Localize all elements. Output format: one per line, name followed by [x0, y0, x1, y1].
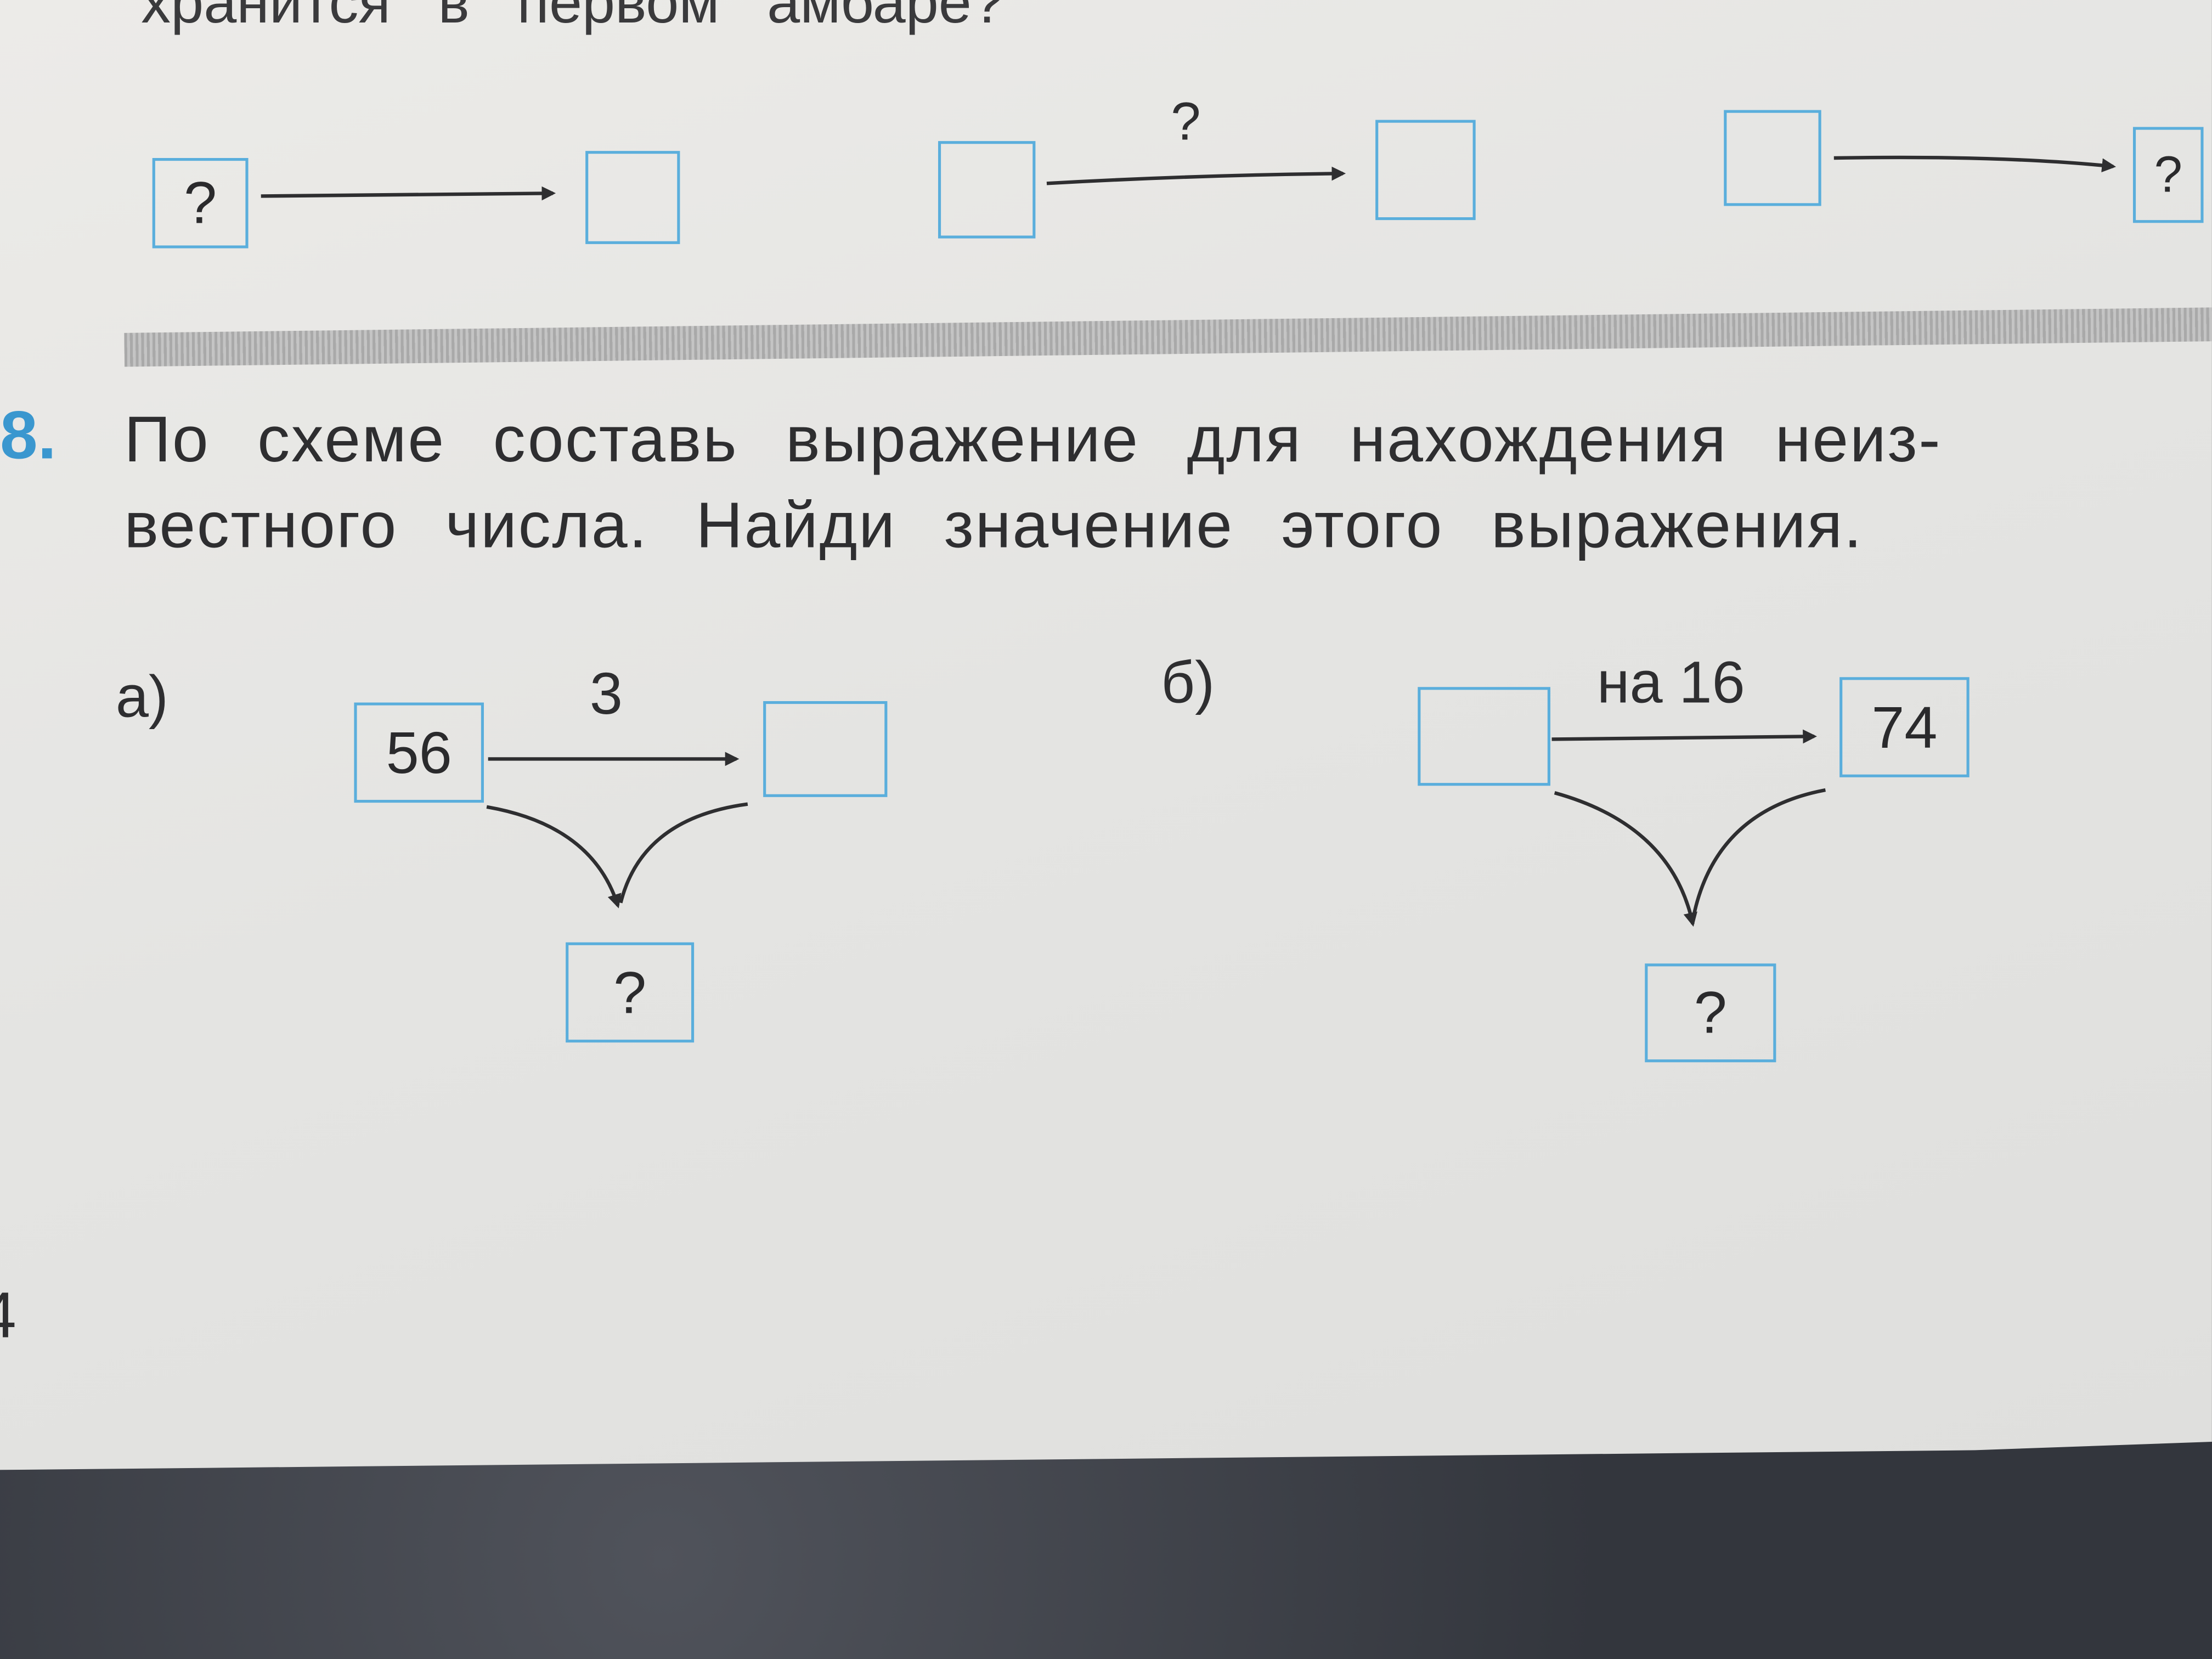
- part-b-end-box: 74: [1839, 677, 1970, 777]
- scheme2-label: ?: [1171, 93, 1201, 153]
- scheme3-right-box: ?: [2132, 127, 2204, 223]
- scheme3-arrow: [1833, 155, 2117, 173]
- part-a-end-box: [763, 701, 888, 797]
- part-b-start-box: [1418, 687, 1550, 786]
- scheme3-left-box: [1724, 110, 1821, 206]
- task-text-line1: По схеме составь выражение для нахождени…: [124, 402, 1942, 476]
- scheme2-arrow: [1046, 166, 1346, 185]
- scheme1-arrow: [261, 186, 556, 201]
- part-b-label: б): [1161, 648, 1215, 715]
- part-b-result-box: ?: [1645, 963, 1776, 1063]
- part-b-left-curve: [1554, 791, 1697, 927]
- part-a-start-box: 56: [354, 702, 484, 803]
- part-a-left-curve: [486, 805, 622, 909]
- part-b-operation: на 16: [1596, 648, 1745, 715]
- part-b-arrow: [1551, 729, 1817, 744]
- part-a-label: а): [115, 663, 168, 730]
- scheme1-right-box: [585, 151, 680, 244]
- part-b-right-curve: [1691, 788, 1826, 921]
- task-text-line2: вестного числа. Найди значение этого выр…: [124, 488, 1864, 562]
- scheme1-left-box: ?: [152, 157, 249, 249]
- task-number: 8.: [0, 399, 57, 474]
- scheme2-left-box: [938, 141, 1036, 239]
- previous-task-text: хранится в первом амбаре?: [141, 0, 1005, 36]
- part-a-operation: 3: [589, 660, 623, 727]
- part-a-right-curve: [619, 802, 748, 904]
- scheme2-right-box: [1375, 120, 1476, 221]
- page-number: 4: [0, 1277, 16, 1353]
- part-a-result-box: ?: [566, 942, 695, 1043]
